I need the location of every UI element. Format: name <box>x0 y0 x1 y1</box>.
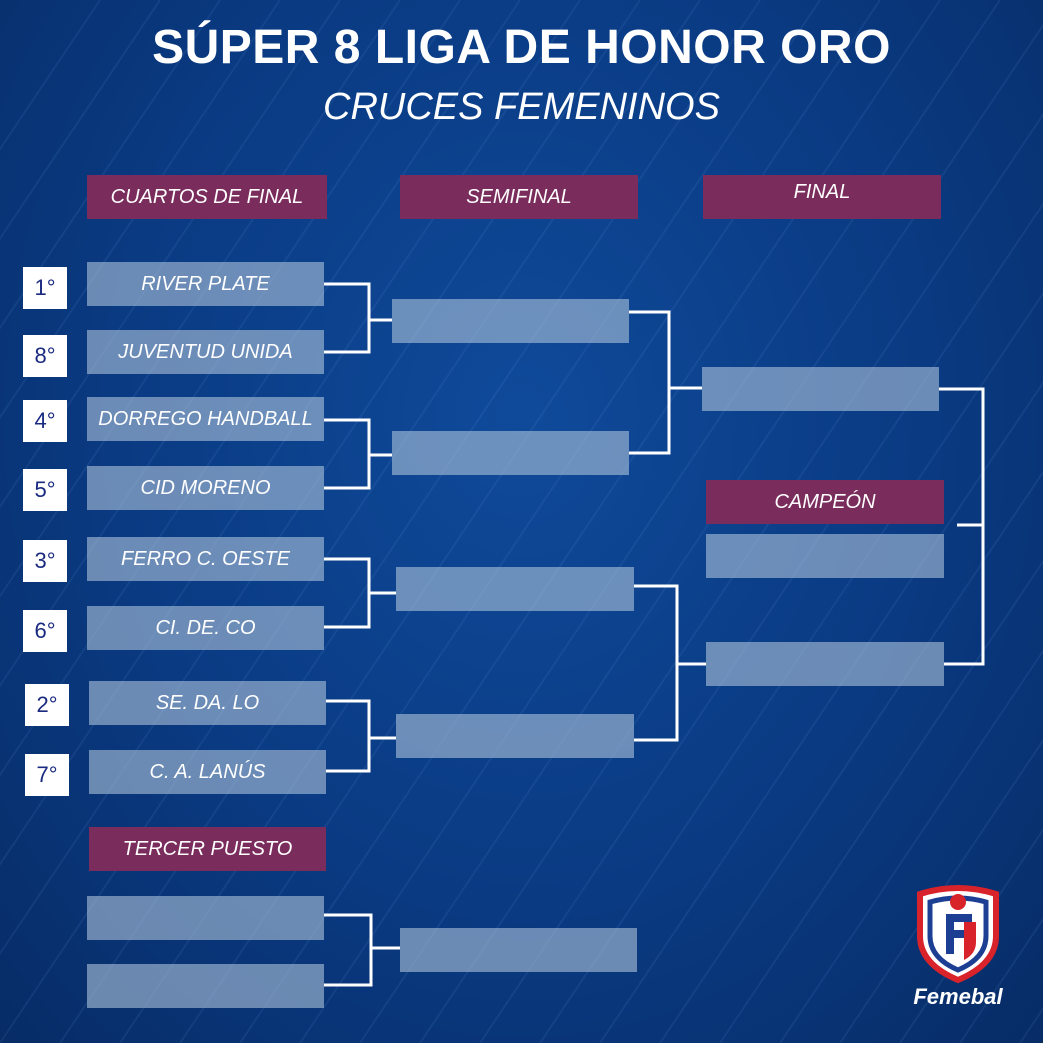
background-stripe <box>0 0 521 777</box>
seed-badge: 7° <box>25 754 69 796</box>
background-stripe <box>0 0 581 866</box>
final-team-slot <box>706 642 944 686</box>
qf-team-slot: CI. DE. CO <box>87 606 324 650</box>
page-title: SÚPER 8 LIGA DE HONOR ORO <box>152 21 891 74</box>
background-stripe <box>779 649 1043 1043</box>
qf-team-slot: FERRO C. OESTE <box>87 537 324 581</box>
qf-team-slot: C. A. LANÚS <box>89 750 326 794</box>
qf-team-slot: RIVER PLATE <box>87 262 324 306</box>
background-stripe <box>299 0 1001 1043</box>
third-place-team-slot <box>87 896 324 940</box>
seed-badge: 3° <box>23 540 67 582</box>
header-final: FINAL <box>703 175 941 219</box>
connector-qf2 <box>324 418 371 490</box>
connector-third <box>324 913 373 987</box>
third-place-team-slot <box>87 964 324 1008</box>
qf-team-slot: CID MORENO <box>87 466 324 510</box>
connector-sf1 <box>629 310 671 455</box>
connector-qf3 <box>324 557 371 629</box>
background-stripe <box>839 738 1043 1043</box>
page-subtitle: CRUCES FEMENINOS <box>323 86 720 128</box>
seed-badge: 6° <box>23 610 67 652</box>
seed-badge: 4° <box>23 400 67 442</box>
background-stripe <box>0 0 461 688</box>
header-third-place: TERCER PUESTO <box>89 827 326 871</box>
background-stripe <box>0 0 161 241</box>
header-champion: CAMPEÓN <box>706 480 944 524</box>
champion-slot <box>706 534 944 578</box>
qf-team-slot: SE. DA. LO <box>89 681 326 725</box>
logo-wordmark: Femebal <box>913 984 1003 1009</box>
sf-team-slot <box>392 431 629 475</box>
seed-badge: 1° <box>23 267 67 309</box>
seed-badge: 5° <box>23 469 67 511</box>
background-stripe <box>0 0 641 956</box>
background-stripe <box>0 0 221 330</box>
qf-team-slot: DORREGO HANDBALL <box>87 397 324 441</box>
third-place-winner-slot <box>400 928 637 972</box>
connector-sf2 <box>634 584 679 742</box>
seed-badge: 2° <box>25 684 69 726</box>
sf-team-slot <box>392 299 629 343</box>
femebal-shield-icon <box>917 885 999 984</box>
background-stripe <box>239 0 941 1043</box>
sf-team-slot <box>396 714 634 758</box>
background-stripe <box>0 0 341 509</box>
background-stripe <box>0 0 401 598</box>
background-stripe <box>899 828 1043 1043</box>
header-quarterfinals: CUARTOS DE FINAL <box>87 175 327 219</box>
header-semifinal: SEMIFINAL <box>400 175 638 219</box>
background-stripe <box>659 470 1043 1043</box>
connector-qf1 <box>324 282 371 354</box>
qf-team-slot: JUVENTUD UNIDA <box>87 330 324 374</box>
seed-badge: 8° <box>23 335 67 377</box>
femebal-logo: Femebal <box>906 880 1010 1010</box>
background-stripe <box>599 381 1043 1043</box>
sf-team-slot <box>396 567 634 611</box>
background-stripe <box>0 0 281 419</box>
connector-qf4 <box>326 699 371 773</box>
final-team-slot <box>702 367 939 411</box>
background-stripe <box>719 559 1043 1043</box>
